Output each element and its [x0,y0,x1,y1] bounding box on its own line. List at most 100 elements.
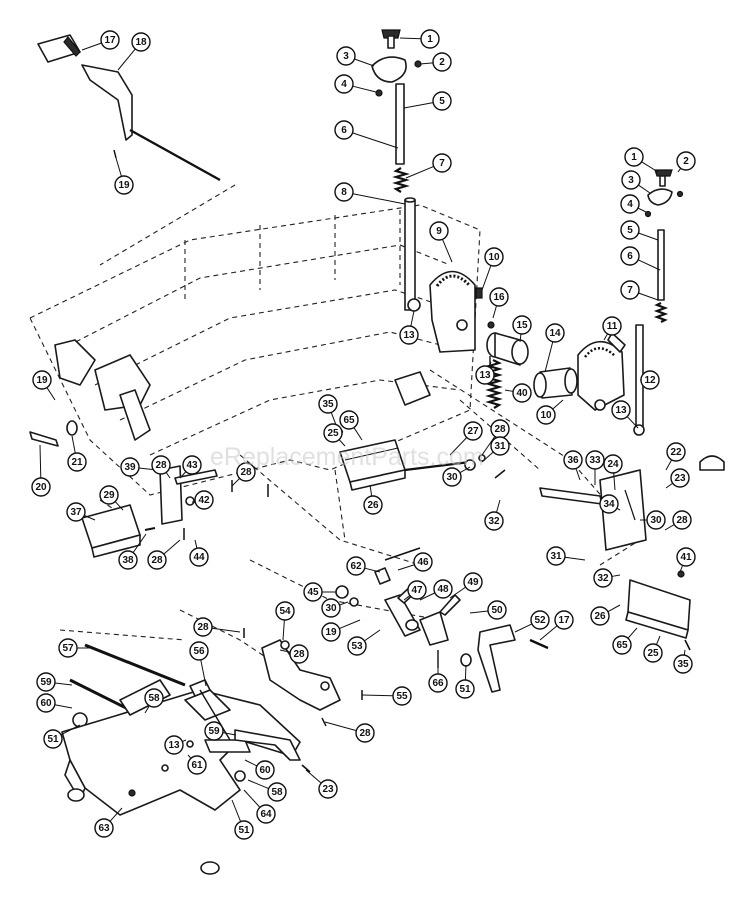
callout-number: 60 [259,765,271,776]
callout-number: 56 [193,646,205,657]
callout-number: 31 [494,441,506,452]
part-callout: 29 [99,485,124,511]
callout-leader-line [163,539,181,555]
part-callout: 9 [429,221,453,263]
callout-number: 30 [650,515,662,526]
callout-circle [36,693,56,713]
callout-number: 10 [540,410,552,421]
callout-circle [194,490,214,510]
part-callout: 23 [305,769,338,799]
part-callout: 1 [624,147,659,173]
part-callout: 34 [599,494,621,514]
callout-number: 35 [677,659,689,670]
part-callout: 60 [36,693,73,713]
callout-leader-line [364,629,381,642]
callout-number: 31 [550,551,562,562]
callout-leader-line [481,265,492,291]
part-callout: 56 [189,641,209,687]
callout-leader-line [504,389,514,392]
callout-leader-line [575,468,581,481]
callout-number: 42 [198,495,210,506]
part-callout: 28 [193,617,241,637]
callout-number: 49 [467,577,479,588]
callout-leader-line [179,471,187,479]
part-callout: 17 [539,610,574,641]
callout-number: 5 [439,96,445,107]
part-callout: 32 [484,499,504,531]
callout-leader-line [71,435,76,454]
callout-circle [407,580,427,600]
callout-leader-line [637,207,647,213]
callout-number: 40 [516,388,528,399]
callout-circle [432,52,452,72]
callout-circle [624,147,644,167]
callout-circle [554,610,574,630]
callout-number: 60 [40,698,52,709]
callout-leader-line [338,439,346,447]
callout-leader-line [132,533,147,553]
part-callout: 42 [191,490,214,510]
center-link-rod [404,454,506,479]
callout-leader-line [519,333,522,343]
part-callout: 8 [334,182,406,205]
part-callout: 1 [399,29,440,49]
callout-leader-line [247,779,269,790]
callout-number: 30 [325,603,337,614]
callout-number: 16 [493,292,505,303]
callout-circle [118,550,138,570]
callout-circle [267,782,287,802]
callout-leader-line [279,649,291,653]
callout-leader-line [115,157,122,177]
callout-circle [484,247,504,267]
callout-number: 35 [322,399,334,410]
callout-leader-line [46,387,56,401]
callout-leader-line [492,305,498,319]
callout-number: 41 [680,552,692,563]
callout-number: 59 [208,726,220,737]
callout-circle [585,450,605,470]
part-callout: 19 [114,157,134,195]
callout-number: 53 [351,641,363,652]
callout-leader-line [244,759,258,767]
callout-circle [289,644,309,664]
part-callout: 7 [405,153,452,179]
callout-leader-line [495,499,501,513]
callout-leader-line [81,42,102,51]
callout-number: 25 [327,428,339,439]
part-callout: 49 [449,572,483,599]
callout-number: 10 [488,252,500,263]
part-callout: 28 [151,455,171,479]
part-callout: 35 [318,394,339,431]
callout-leader-line [282,619,285,641]
callout-number: 21 [71,457,83,468]
callout-circle [147,550,167,570]
callout-number: 28 [494,424,506,435]
callout-number: 2 [439,57,445,68]
callout-leader-line [361,694,394,697]
callout-number: 48 [437,584,449,595]
callout-circle [590,606,610,626]
part-callout: 51 [455,664,475,699]
part-callout: 11 [602,316,622,341]
callout-leader-line [399,37,422,40]
callout-leader-line [305,769,322,784]
callout-circle [303,582,323,602]
callout-leader-line [222,732,237,736]
part-callout: 7 [620,280,659,301]
callout-circle [643,643,663,663]
callout-number: 51 [238,825,250,836]
callout-leader-line [405,165,434,179]
callout-leader-line [638,232,659,241]
part-callout: 43 [179,455,202,479]
callout-number: 22 [670,447,682,458]
part-callout: 30 [640,510,666,530]
callout-leader-line [187,754,192,759]
callout-number: 18 [135,37,147,48]
part-callout: 51 [43,724,81,749]
callout-circle [489,287,509,307]
right-lever-assembly [577,169,684,436]
callout-number: 19 [118,180,130,191]
callout-number: 19 [325,627,337,638]
callout-leader-line [641,161,659,173]
callout-circle [58,638,78,658]
